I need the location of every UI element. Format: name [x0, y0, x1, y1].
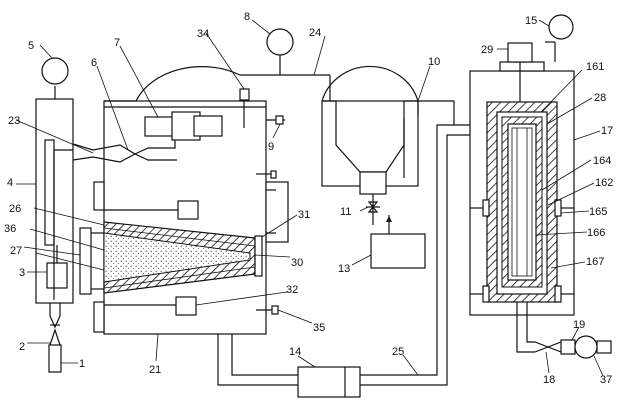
- label-37: 37: [600, 374, 612, 386]
- label-19: 19: [573, 319, 585, 331]
- label-31: 31: [298, 209, 310, 221]
- label-21: 21: [149, 364, 161, 376]
- left-column-unit: [35, 57, 74, 373]
- label-15: 15: [525, 15, 537, 27]
- label-165: 165: [589, 206, 607, 218]
- label-36: 36: [4, 223, 16, 235]
- label-10: 10: [428, 56, 440, 68]
- heat-column: [469, 14, 612, 359]
- leader-lines: [15, 19, 604, 377]
- label-161: 161: [586, 61, 604, 73]
- pump-37-icon: [574, 335, 598, 359]
- label-29: 29: [481, 44, 493, 56]
- label-14: 14: [289, 346, 301, 358]
- label-27: 27: [10, 245, 22, 257]
- label-28: 28: [594, 92, 606, 104]
- label-23: 23: [8, 115, 20, 127]
- label-162: 162: [595, 177, 613, 189]
- label-8: 8: [244, 11, 250, 23]
- pipe-loop: [217, 124, 470, 398]
- label-6: 6: [91, 57, 97, 69]
- label-4: 4: [7, 177, 13, 189]
- label-11: 11: [340, 206, 351, 218]
- label-164: 164: [593, 155, 611, 167]
- label-24: 24: [309, 27, 321, 39]
- gauge-15-icon: [548, 14, 574, 40]
- label-32: 32: [286, 284, 298, 296]
- label-167: 167: [586, 256, 604, 268]
- gauge-8-icon: [266, 28, 294, 56]
- label-9: 9: [268, 141, 274, 153]
- label-7: 7: [114, 37, 120, 49]
- separator-tank: [321, 65, 470, 269]
- label-18: 18: [543, 374, 555, 386]
- label-26: 26: [9, 203, 21, 215]
- label-17: 17: [601, 125, 613, 137]
- label-5: 5: [28, 40, 34, 52]
- label-3: 3: [19, 267, 25, 279]
- label-25: 25: [392, 346, 404, 358]
- label-2: 2: [19, 341, 25, 353]
- label-34: 34: [197, 28, 209, 40]
- part-labels: 1 2 3 4 5 6 7 8 9 10 11 13 14 15 17 18 1…: [4, 11, 613, 386]
- reactor-body: [72, 28, 330, 335]
- label-35: 35: [313, 322, 325, 334]
- label-30: 30: [291, 257, 303, 269]
- label-1: 1: [79, 358, 85, 370]
- gauge-5-icon: [41, 57, 69, 85]
- label-13: 13: [338, 263, 350, 275]
- label-166: 166: [587, 227, 605, 239]
